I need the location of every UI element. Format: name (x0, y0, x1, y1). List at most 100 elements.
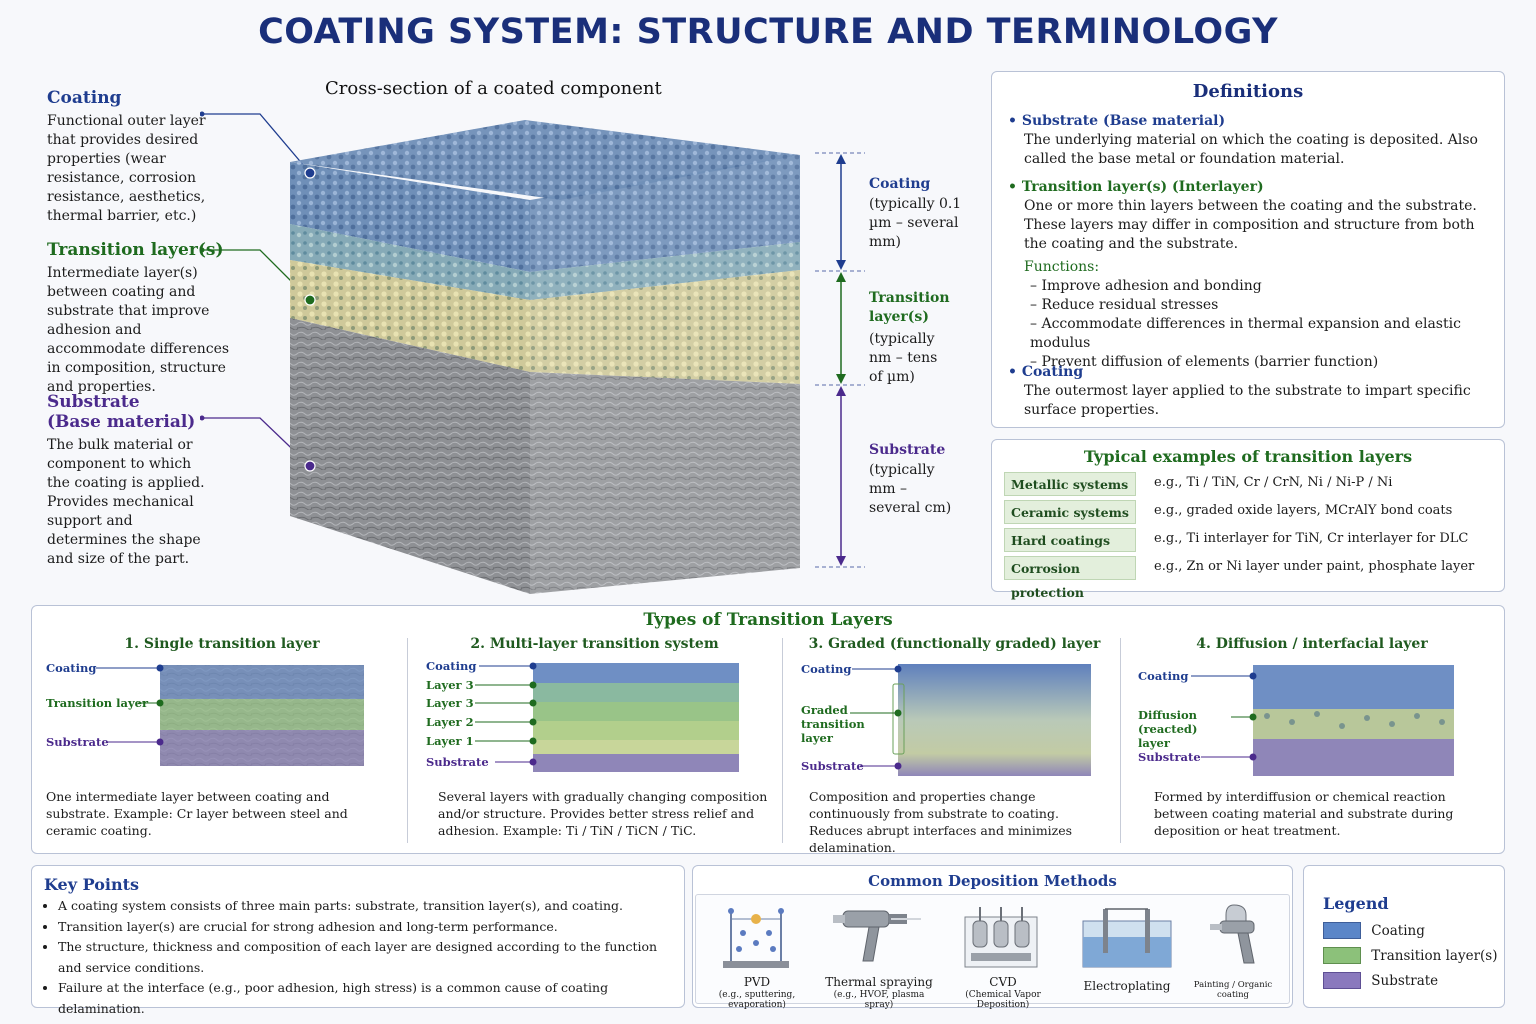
dim-substrate-heading: Substrate (869, 442, 946, 458)
cross-section-block (200, 111, 865, 594)
dim-transition-text: (typically nm – tens of µm) (869, 331, 938, 385)
type2-label-substrate: Substrate (426, 755, 489, 769)
definitions-title: Definitions (1192, 81, 1304, 102)
dim-substrate-text: (typically mm – several cm) (869, 462, 952, 516)
method-thermal-sub: (e.g., HVOF, plasma spray) (833, 990, 925, 1010)
legend-panel: Legend Coating Transition layer(s) Subst… (1303, 865, 1505, 1008)
type1-label-coating: Coating (46, 661, 97, 675)
type1-label-substrate: Substrate (46, 735, 109, 749)
label-substrate-heading: Substrate (47, 392, 140, 412)
type4-label-coating: Coating (1138, 669, 1189, 683)
key-points-title: Key Points (44, 875, 139, 894)
legend-item-coating: Coating (1323, 922, 1425, 939)
label-transition-heading: Transition layer(s) (47, 240, 224, 260)
type3-label-graded: Graded transition layer (801, 703, 865, 745)
type3-desc: Composition and properties change contin… (809, 789, 1073, 855)
right-coating (530, 155, 800, 272)
def-substrate: • Substrate (Base material) The underlyi… (1008, 112, 1493, 169)
type2-label-layer: Layer 1 (426, 734, 474, 748)
type4-desc: Formed by interdiffusion or chemical rea… (1154, 789, 1454, 838)
type3-heading: 3. Graded (functionally graded) layer (808, 636, 1101, 652)
functions-label: Functions: (1024, 259, 1100, 275)
method-cvd-name: CVD (989, 975, 1017, 989)
label-transition: Transition layer(s) Intermediate layer(s… (47, 240, 232, 397)
method-cvd-sub: (Chemical Vapor Deposition) (965, 990, 1041, 1010)
type1-heading: 1. Single transition layer (124, 636, 320, 652)
front-transition (290, 260, 530, 372)
def-transition: • Transition layer(s) (Interlayer) One o… (1008, 178, 1493, 372)
deposition-panel: Common Deposition Methods PVD (e.g., spu… (692, 865, 1293, 1010)
example-tag: Corrosion protection (1004, 556, 1136, 600)
legend-title: Legend (1323, 894, 1389, 913)
legend-item-substrate: Substrate (1323, 972, 1438, 989)
types-panel: Types of Transition Layers 1. Single tra… (31, 605, 1505, 855)
example-tag: Ceramic systems (1004, 500, 1136, 524)
dim-coating: Coating (typically 0.1 µm – several mm) (869, 176, 969, 252)
label-coating-heading: Coating (47, 88, 122, 108)
key-point: The structure, thickness and composition… (58, 937, 684, 978)
function-item: – Improve adhesion and bonding (1030, 278, 1262, 294)
right-substrate (530, 372, 800, 594)
front-coating (290, 162, 530, 272)
type4-label-diffusion: Diffusion (reacted) layer (1138, 708, 1198, 750)
def-coating: • Coating The outermost layer applied to… (1008, 363, 1488, 420)
function-item: – Reduce residual stresses (1030, 297, 1219, 313)
type3-diagram (850, 664, 1091, 776)
legend-item-transition: Transition layer(s) (1323, 947, 1498, 964)
type3-label-coating: Coating (801, 662, 852, 676)
label-coating-text: Functional outer layer that provides des… (47, 113, 206, 224)
type2-label-layer: Layer 3 (426, 696, 474, 710)
type4-diagram (1191, 665, 1454, 776)
deposition-title: Common Deposition Methods (868, 872, 1117, 890)
dim-coating-heading: Coating (869, 176, 931, 192)
type2-label-coating: Coating (426, 659, 477, 673)
def-coating-term: Coating (1021, 364, 1084, 380)
legend-swatch-substrate (1323, 972, 1361, 989)
def-coating-text: The outermost layer applied to the subst… (1024, 383, 1471, 418)
type4-heading: 4. Diffusion / interfacial layer (1196, 636, 1428, 652)
key-point: Transition layer(s) are crucial for stro… (58, 917, 684, 938)
dim-substrate: Substrate (typically mm – several cm) (869, 442, 959, 518)
dim-coating-text: (typically 0.1 µm – several mm) (869, 196, 962, 250)
block-top-face (290, 120, 800, 200)
method-thermal-name: Thermal spraying (825, 975, 933, 989)
label-transition-text: Intermediate layer(s) between coating an… (47, 265, 230, 395)
type2-desc: Several layers with gradually changing c… (438, 789, 768, 838)
legend-label: Transition layer(s) (1371, 947, 1498, 964)
type2-heading: 2. Multi-layer transition system (470, 636, 719, 652)
def-substrate-term: Substrate (Base material) (1021, 113, 1226, 129)
legend-label: Substrate (1371, 972, 1439, 989)
paint-gun-icon (1210, 904, 1255, 964)
type4-label-substrate: Substrate (1138, 750, 1201, 764)
right-teal (530, 242, 800, 300)
function-item: – Accommodate differences in thermal exp… (1030, 316, 1461, 351)
type2-label-layer: Layer 3 (426, 678, 474, 692)
dim-transition-heading: Transition layer(s) (869, 290, 950, 325)
function-item: – Prevent diffusion of elements (barrier… (1030, 354, 1379, 370)
label-substrate-heading2: (Base material) (47, 412, 196, 432)
label-substrate: Substrate (Base material) The bulk mater… (47, 392, 212, 569)
example-tag: Metallic systems (1004, 472, 1136, 496)
example-value: e.g., graded oxide layers, MCrAlY bond c… (1154, 503, 1453, 518)
label-substrate-text: The bulk material or component to which … (47, 437, 205, 567)
key-points-list: A coating system consists of three main … (32, 896, 684, 1019)
method-painting-name: Painting / Organic coating (1193, 980, 1273, 1000)
def-transition-term: Transition layer(s) (Interlayer) (1021, 179, 1264, 195)
definitions-panel: Definitions • Substrate (Base material) … (991, 71, 1505, 428)
right-transition (530, 270, 800, 384)
type3-label-substrate: Substrate (801, 759, 864, 773)
example-tag: Hard coatings (1004, 528, 1136, 552)
legend-swatch-coating (1323, 922, 1361, 939)
cvd-reactor-icon (964, 907, 1038, 968)
type1-desc: One intermediate layer between coating a… (46, 789, 348, 838)
front-teal (290, 224, 530, 300)
plating-bath-icon (1082, 908, 1172, 968)
method-pvd-name: PVD (743, 975, 771, 989)
key-point: Failure at the interface (e.g., poor adh… (58, 978, 684, 1019)
pvd-chamber-icon (723, 908, 789, 968)
spray-gun-icon (833, 910, 921, 962)
type1-diagram (96, 664, 364, 766)
front-substrate (290, 318, 530, 594)
label-coating: Coating Functional outer layer that prov… (47, 88, 232, 226)
leader-coating (202, 113, 311, 174)
